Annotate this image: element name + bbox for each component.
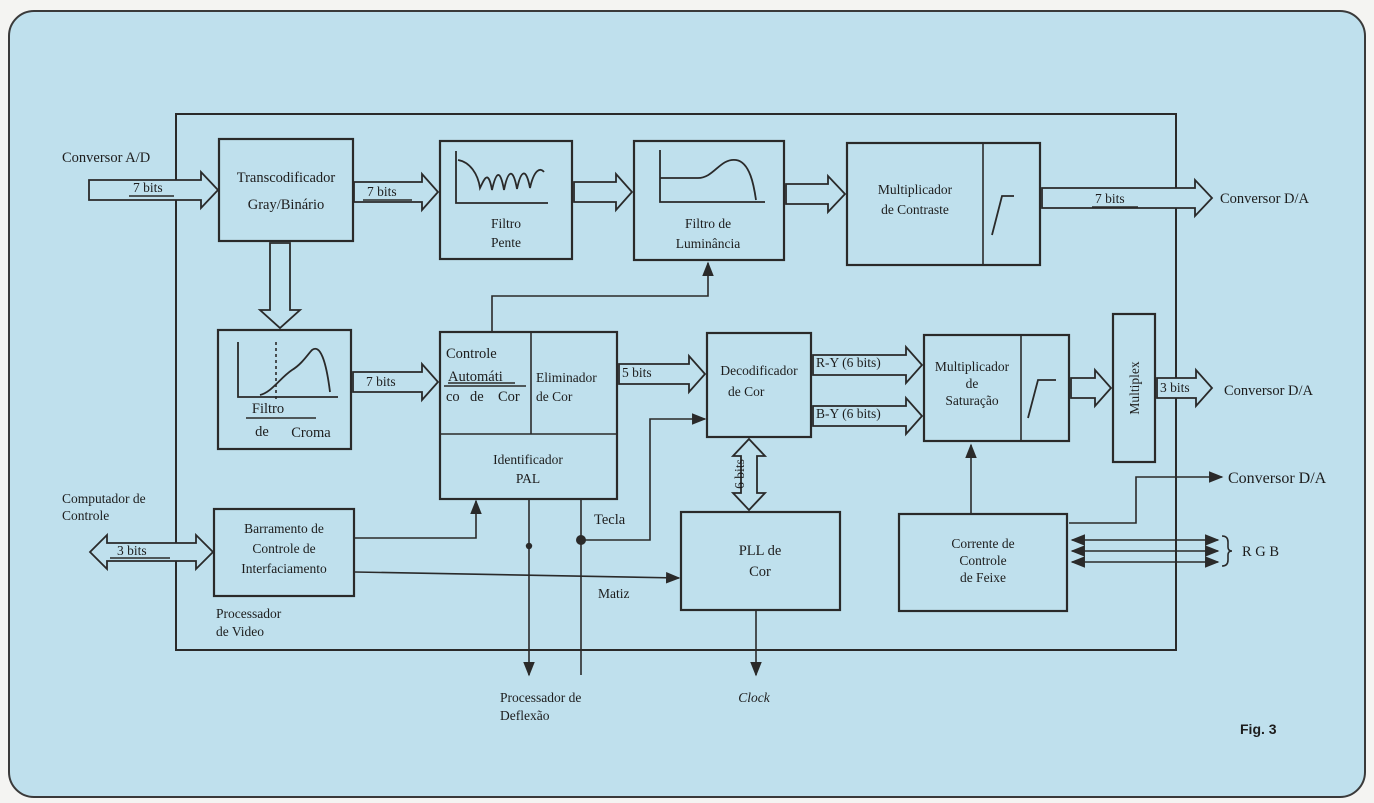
- input-7bits-label: 7 bits: [133, 180, 163, 195]
- key-line: [581, 413, 707, 541]
- saturation-to-mux-arrow: [1070, 367, 1113, 409]
- acc-label-3: co: [446, 389, 460, 405]
- by-label: B-Y (6 bits): [816, 406, 881, 421]
- figure-label: Fig. 3: [1240, 721, 1277, 737]
- contrast-multiplier-block: Multiplicador de Contraste: [845, 141, 1042, 267]
- comb-filter-label-1: Filtro: [491, 216, 521, 231]
- rgb-brace: [1221, 535, 1233, 567]
- saturation-multiplier-block: Multiplicador de Saturação: [922, 333, 1071, 443]
- ctrl-3bits-label: 3 bits: [117, 543, 147, 558]
- deflection-label-1: Processador de: [500, 690, 581, 705]
- contrast-label-1: Multiplicador: [878, 182, 953, 197]
- lowpass-response-icon: [659, 150, 765, 203]
- bus-to-acc-line: [355, 499, 482, 539]
- control-bus-arrow: [88, 532, 215, 572]
- luma-to-contrast-arrow: [785, 173, 847, 215]
- diagram-panel: Transcodificador Gray/Binário Filtro Pen…: [8, 10, 1366, 798]
- acc-label-2: Automáti: [448, 369, 503, 385]
- input-bus-arrow: [88, 169, 220, 211]
- interface-bus-block: Barramento de Controle de Interfaciament…: [212, 507, 356, 598]
- beam-to-da-line: [1069, 471, 1224, 524]
- pll-label-2: Cor: [749, 564, 771, 580]
- conv-da-label-3: Conversor D/A: [1228, 470, 1327, 487]
- chroma-label-1: Filtro: [252, 401, 284, 417]
- tecla-label: Tecla: [594, 512, 626, 528]
- pll-label-1: PLL de: [739, 543, 782, 559]
- transcoder-label-2: Gray/Binário: [248, 197, 325, 213]
- acc-label-1: Controle: [446, 346, 497, 362]
- matiz-label: Matiz: [598, 586, 630, 601]
- bus-label-1: Barramento de: [244, 521, 324, 536]
- transcoder-to-chroma-arrow: [257, 242, 303, 330]
- by-arrow: [812, 395, 924, 437]
- beam-label-1: Corrente de: [951, 536, 1014, 551]
- acc-block: Controle Automáti co de Cor Eliminador d…: [438, 330, 619, 501]
- conv-da-label-1: Conversor D/A: [1220, 191, 1310, 207]
- mux-output-arrow: [1156, 367, 1214, 409]
- bus-to-pll-line: [354, 571, 681, 584]
- acc-5bits-label: 5 bits: [622, 365, 652, 380]
- beam-label-3: de Feixe: [960, 570, 1006, 585]
- luma-filter-label-1: Filtro de: [685, 216, 731, 231]
- chroma-to-acc-arrow: [352, 361, 440, 403]
- acc-label-4: de: [470, 389, 484, 405]
- ry-label: R-Y (6 bits): [816, 355, 881, 370]
- pal-id-label-1: Identificador: [493, 452, 563, 467]
- pal-id-label-2: PAL: [516, 471, 540, 486]
- ctrl-computer-label-2: Controle: [62, 508, 109, 523]
- rgb-label: R G B: [1242, 544, 1279, 560]
- multiplex-label: Multiplex: [1127, 361, 1142, 414]
- saturation-label-2: de: [966, 376, 979, 391]
- decoder-label-1: Decodificador: [720, 363, 798, 378]
- video-proc-label-1: Processador: [216, 606, 282, 621]
- video-proc-label-2: de Video: [216, 624, 264, 639]
- acc-label-5: Cor: [498, 389, 520, 405]
- transcoder-block: Transcodificador Gray/Binário: [217, 137, 355, 243]
- saturation-label-1: Multiplicador: [935, 359, 1010, 374]
- transcoder-to-comb-arrow: [353, 171, 440, 213]
- contrast-7bits-label: 7 bits: [1095, 191, 1125, 206]
- luma-filter-label-2: Luminância: [676, 236, 740, 251]
- bus-label-3: Interfaciamento: [241, 561, 327, 576]
- chroma-7bits-label: 7 bits: [366, 374, 396, 389]
- beam-current-block: Corrente de Controle de Feixe: [897, 512, 1069, 613]
- decoder-label-2: de Cor: [728, 384, 765, 399]
- transcoder-label-1: Transcodificador: [237, 170, 336, 186]
- comb-response-icon: [455, 151, 548, 204]
- chroma-label-2: de: [255, 424, 269, 440]
- bus-label-2: Controle de: [252, 541, 315, 556]
- ry-arrow: [812, 344, 924, 386]
- clock-label: Clock: [738, 690, 770, 705]
- ctrl-computer-label-1: Computador de: [62, 491, 146, 506]
- color-killer-label-2: de Cor: [536, 389, 573, 404]
- conv-ad-label: Conversor A/D: [62, 150, 150, 166]
- acc-to-decoder-arrow: [618, 353, 707, 395]
- comb-filter-label-2: Pente: [491, 235, 521, 250]
- comb-filter-block: Filtro Pente: [438, 139, 574, 261]
- decoder-pll-arrow: [730, 437, 768, 512]
- contrast-output-arrow: [1041, 177, 1214, 219]
- beam-label-2: Controle: [959, 553, 1006, 568]
- limiter-curve-icon: [991, 195, 1014, 236]
- block-diagram: Transcodificador Gray/Binário Filtro Pen…: [62, 113, 1327, 737]
- color-decoder-block: Decodificador de Cor: [705, 331, 813, 439]
- saturation-curve-icon: [1027, 379, 1056, 419]
- comb-to-luma-arrow: [573, 171, 634, 213]
- chroma-filter-block: Filtro de Croma: [216, 328, 353, 451]
- acc-to-luma-line: [491, 261, 714, 332]
- conv-da-label-2: Conversor D/A: [1224, 383, 1314, 399]
- contrast-label-2: de Contraste: [881, 202, 949, 217]
- deflection-label-2: Deflexão: [500, 708, 550, 723]
- pll-block: PLL de Cor: [679, 510, 842, 612]
- pll-6bits-label: 6 bits: [732, 459, 747, 489]
- multiplex-block: Multiplex: [1111, 312, 1157, 464]
- luma-filter-block: Filtro de Luminância: [632, 139, 786, 262]
- color-killer-label-1: Eliminador: [536, 370, 597, 385]
- saturation-label-3: Saturação: [945, 393, 998, 408]
- junction-dot-1: [525, 542, 533, 550]
- chroma-label-3: Croma: [291, 425, 331, 441]
- mux-3bits-label: 3 bits: [1160, 380, 1190, 395]
- transcoder-7bits-label: 7 bits: [367, 184, 397, 199]
